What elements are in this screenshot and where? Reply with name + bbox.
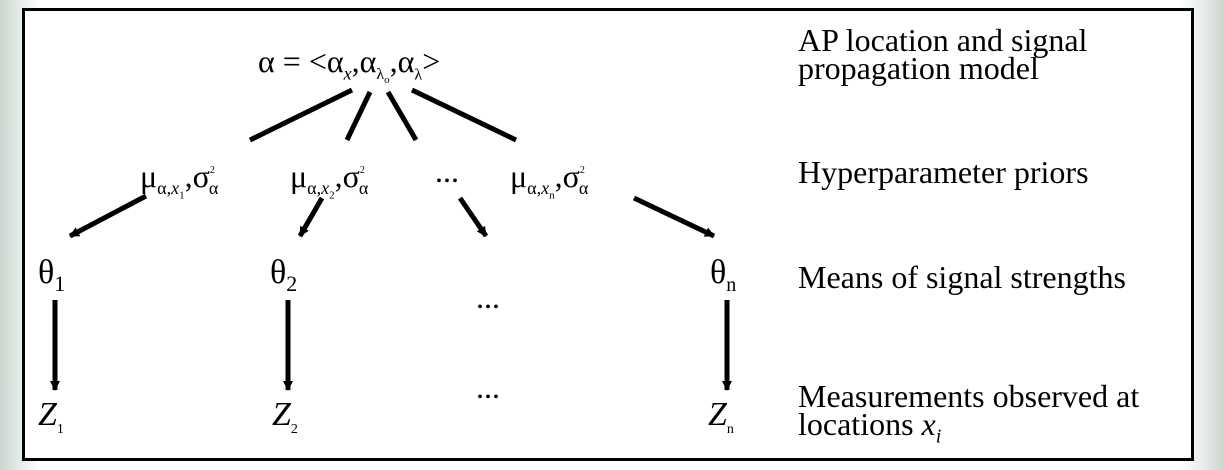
edge-priorn-thetan: [632, 195, 716, 239]
label-measurements-line2: locations xi: [798, 408, 1139, 450]
label-measurements-text: locations: [798, 406, 922, 442]
root-sub-lam: λ: [414, 66, 423, 84]
prior-n-sigma-sub: α: [578, 178, 589, 199]
root-close: >: [422, 43, 441, 79]
label-ap-location: AP location and signal propagation model: [798, 22, 1088, 86]
theta-ellipsis: ...: [476, 279, 500, 315]
root-comma-2: ,: [389, 43, 398, 79]
prior-n-sigma-sup: 2: [579, 165, 585, 176]
theta-node-1: θ1: [38, 256, 66, 299]
root-comma-1: ,: [351, 43, 360, 79]
theta-node-2: θ2: [270, 256, 298, 299]
root-subsub-o: o: [384, 74, 390, 87]
prior-2-sub: α,: [307, 178, 322, 199]
root-node: α = <αx,αλo,αλ>: [258, 43, 441, 96]
root-equals: = <: [282, 43, 327, 79]
prior-ellipsis: ...: [435, 153, 459, 189]
prior-1-sigma-sup: 2: [209, 165, 215, 176]
prior-2-sigma-sup: 2: [359, 165, 365, 176]
prior-1-comma: ,: [184, 158, 193, 194]
theta-n-symbol: θ: [710, 254, 727, 291]
z-node-n: Zn: [708, 398, 734, 445]
theta-n-index: n: [726, 273, 737, 296]
z-ellipsis: ...: [476, 369, 500, 405]
prior-node-1: μα,x1,σ2 α: [140, 156, 218, 211]
prior-n-mu: μ: [510, 158, 528, 194]
z-n-symbol: Z: [708, 396, 727, 433]
z-2-index: 2: [290, 421, 298, 437]
prior-1-x: x: [171, 178, 180, 199]
prior-node-2: μα,x2,σ2α: [290, 156, 368, 211]
theta-1-symbol: θ: [38, 254, 55, 291]
prior-1-sigma: σ: [192, 158, 210, 194]
edge-ellipsis-down: [457, 196, 489, 238]
prior-2-comma: ,: [334, 158, 343, 194]
prior-2-mu: μ: [290, 158, 308, 194]
prior-1-sub: α,: [157, 178, 172, 199]
label-means-signal: Means of signal strengths: [798, 259, 1126, 295]
prior-2-sigma: σ: [342, 158, 360, 194]
label-hyperparameter-priors: Hyperparameter priors: [798, 154, 1089, 190]
prior-n-x: x: [541, 178, 550, 199]
z-n-index: n: [726, 421, 734, 437]
prior-n-index: n: [549, 189, 555, 202]
theta-2-index: 2: [286, 270, 298, 296]
theta-1-index: 1: [54, 270, 66, 296]
prior-1-index: 1: [179, 189, 185, 202]
label-measurements-var: x: [921, 406, 936, 442]
theta-2-symbol: θ: [270, 254, 287, 291]
prior-node-n: μα,xn,σ2 α: [510, 156, 588, 211]
prior-n-comma: ,: [554, 158, 563, 194]
prior-n-sigma: σ: [562, 158, 580, 194]
z-2-symbol: Z: [272, 396, 291, 433]
z-1-symbol: Z: [38, 396, 57, 433]
label-measurements-var-sub: i: [935, 425, 942, 448]
edge-root-ellipsis: [385, 90, 419, 142]
edge-root-priorn: [410, 87, 518, 143]
edge-root-prior1: [248, 87, 354, 143]
root-alpha-x: α: [326, 43, 344, 79]
root-sub-x: x: [343, 63, 352, 84]
edge-prior2-theta2: [297, 196, 325, 238]
z-1-index: 1: [56, 421, 64, 437]
root-alpha-lam0: α: [359, 43, 377, 79]
prior-2-x: x: [321, 178, 330, 199]
prior-1-mu: μ: [140, 158, 158, 194]
prior-2-sigma-sub: α: [358, 178, 369, 199]
label-measurements-line1: Measurements observed at: [798, 378, 1140, 414]
root-sub-lam0: λ: [376, 66, 385, 84]
edge-root-prior2: [344, 90, 373, 142]
root-alpha-lam: α: [397, 43, 415, 79]
theta-node-n: θn: [710, 256, 737, 300]
diagram-frame: [22, 8, 1194, 461]
label-measurements: Measurements observed at locations xi: [798, 378, 1140, 450]
prior-1-sigma-sub: α: [208, 178, 219, 199]
edge-prior1-theta1: [68, 193, 148, 239]
z-node-2: Z2: [272, 398, 298, 445]
z-node-1: Z1: [38, 398, 64, 445]
prior-n-sub: α,: [527, 178, 542, 199]
prior-2-index: 2: [329, 189, 335, 202]
root-alpha: α: [258, 43, 275, 79]
